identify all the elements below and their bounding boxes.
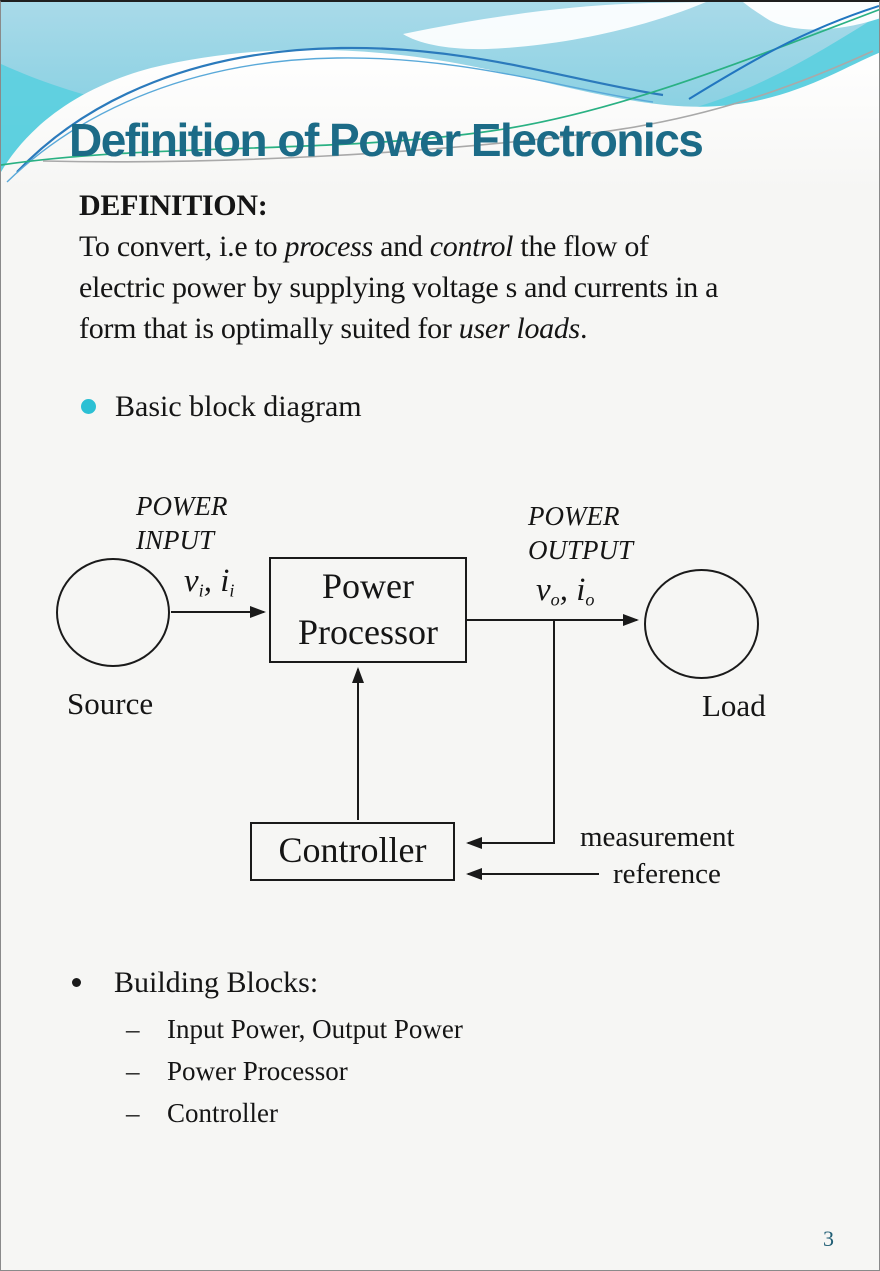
processor-label-line1: Power [322, 566, 414, 606]
power-input-line1: POWER [136, 491, 228, 521]
header-white-swoosh [1, 49, 879, 192]
ii-base: i [220, 563, 230, 599]
vi-separator: , [203, 563, 221, 599]
building-blocks-item-2: –Power Processor [126, 1056, 348, 1087]
dash-icon: – [126, 1098, 140, 1128]
input-signal-label: vi, ii [184, 563, 234, 601]
accent-curve-gray [42, 50, 874, 163]
accent-curve-blue [16, 46, 664, 173]
vi-sub: i [198, 580, 204, 601]
accent-curve-green [1, 8, 879, 166]
accent-curve-blue-light [6, 57, 654, 183]
header-wave-graphic [1, 2, 879, 192]
power-output-line2: OUTPUT [528, 535, 634, 565]
building-blocks-item-3: –Controller [126, 1098, 278, 1129]
ii-sub: i [229, 580, 235, 601]
load-circle [644, 569, 759, 679]
definition-body: To convert, i.e to process and control t… [79, 230, 719, 345]
vo-separator: , [559, 572, 577, 608]
load-label: Load [702, 688, 766, 723]
cyan-bullet-icon [81, 399, 96, 414]
power-input-line2: INPUT [136, 525, 215, 555]
dash-icon: – [126, 1014, 140, 1044]
controller-box: Controller [250, 822, 455, 881]
page-title: Definition of Power Electronics [69, 114, 704, 166]
source-circle [56, 558, 170, 667]
bullet-basic-block-diagram: Basic block diagram [81, 390, 362, 424]
bullet-basic-label: Basic block diagram [115, 390, 362, 423]
source-label: Source [67, 686, 154, 721]
block-diagram-connectors [171, 606, 639, 880]
vi-base: v [184, 563, 199, 599]
measurement-label: measurement [580, 821, 735, 853]
arrow-measurement-feedback [466, 620, 555, 849]
vo-sub: o [550, 589, 560, 610]
io-sub: o [585, 589, 595, 610]
power-processor-box: Power Processor [269, 557, 467, 663]
building-blocks-item-2-label: Power Processor [167, 1056, 348, 1086]
accent-curve-corner-blue [688, 5, 879, 100]
building-blocks-heading: Building Blocks: [114, 966, 319, 999]
black-bullet-icon [72, 978, 81, 987]
definition-block: DEFINITION: To convert, i.e to process a… [79, 185, 819, 349]
building-blocks-item-1-label: Input Power, Output Power [167, 1014, 463, 1044]
controller-label: Controller [278, 830, 427, 870]
reference-label: reference [613, 858, 721, 890]
header-white-band [403, 2, 706, 50]
definition-heading: DEFINITION: [79, 189, 268, 222]
output-signal-label: vo, io [536, 572, 594, 610]
processor-label-line2: Processor [298, 612, 438, 652]
building-blocks-item-3-label: Controller [167, 1098, 278, 1128]
dash-icon: – [126, 1056, 140, 1086]
bullet-building-blocks: Building Blocks: [72, 966, 318, 1000]
building-blocks-item-1: –Input Power, Output Power [126, 1014, 463, 1045]
page-number: 3 [823, 1226, 834, 1251]
power-input-label: POWER INPUT [136, 489, 227, 557]
power-output-line1: POWER [528, 501, 620, 531]
io-base: i [576, 572, 586, 608]
power-output-label: POWER OUTPUT [528, 499, 633, 567]
vo-base: v [536, 572, 551, 608]
